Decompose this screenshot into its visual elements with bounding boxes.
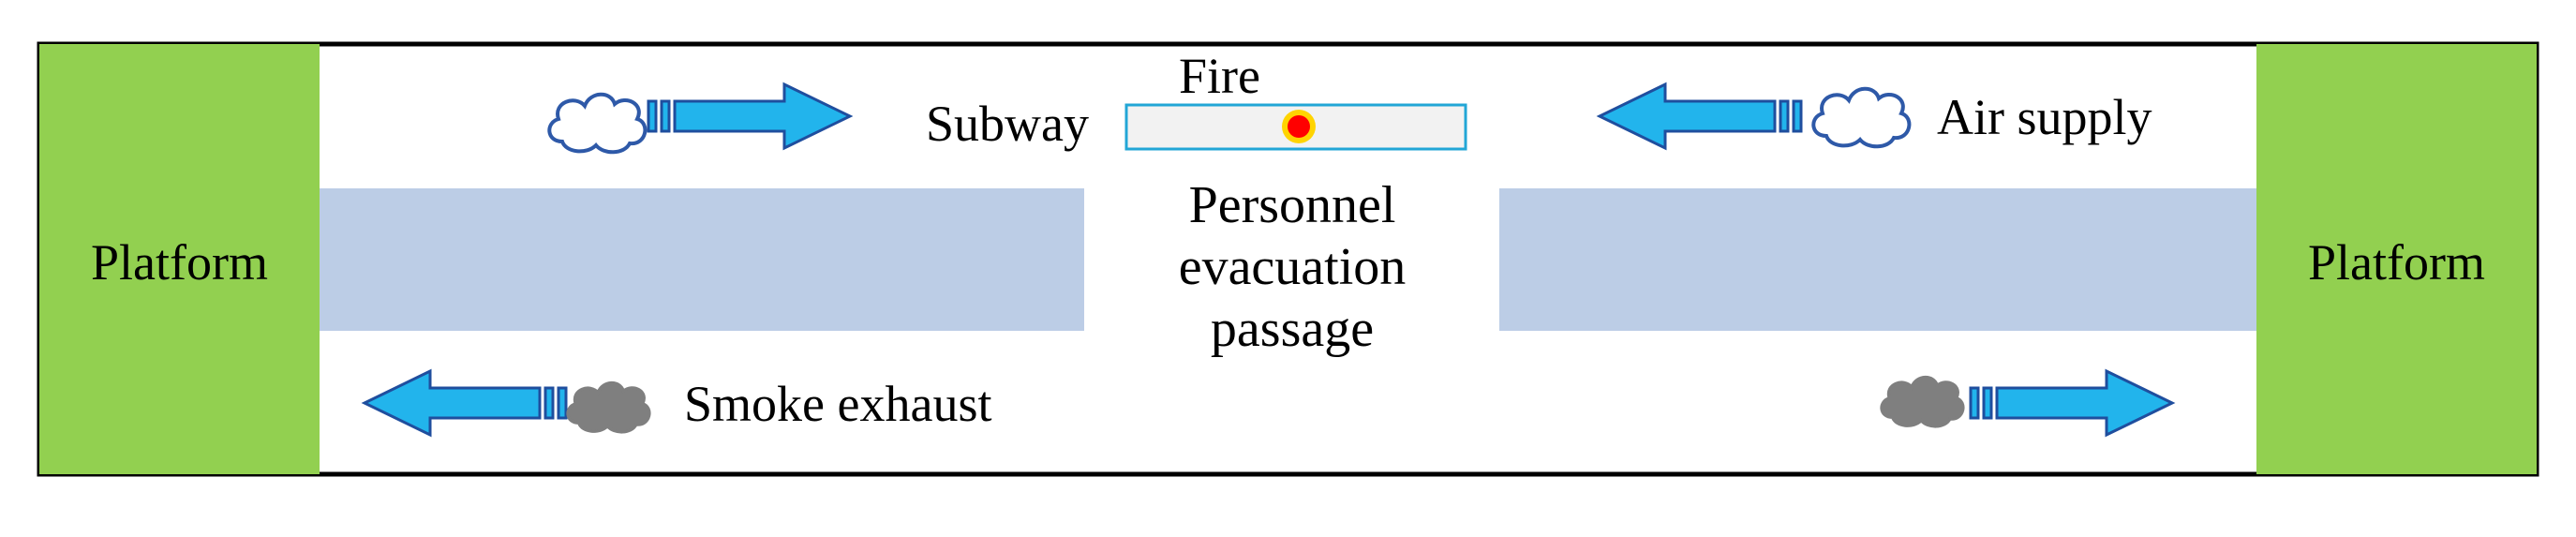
track-left xyxy=(320,188,1084,331)
smoke-cloud-icon xyxy=(566,380,651,434)
passage-line-2: evacuation xyxy=(1178,238,1407,297)
evacuation-passage-label: Personnel evacuation passage xyxy=(1096,174,1488,360)
track-right xyxy=(1499,188,2256,331)
platform-left-label: Platform xyxy=(91,234,268,291)
platform-right xyxy=(2256,44,2537,474)
smoke-exhaust-label: Smoke exhaust xyxy=(684,376,992,432)
smoke-cloud-icon xyxy=(1880,375,1965,428)
fire-label: Fire xyxy=(1179,48,1260,104)
air-cloud-icon xyxy=(547,92,648,155)
platform-left xyxy=(39,44,320,474)
fire-icon xyxy=(1282,110,1316,143)
passage-line-3: passage xyxy=(1210,300,1375,359)
passage-line-1: Personnel xyxy=(1188,176,1396,234)
platform-right-label: Platform xyxy=(2308,234,2485,291)
subway-label: Subway xyxy=(926,96,1089,152)
air-supply-label: Air supply xyxy=(1937,89,2152,145)
air-cloud-icon xyxy=(1811,86,1912,149)
